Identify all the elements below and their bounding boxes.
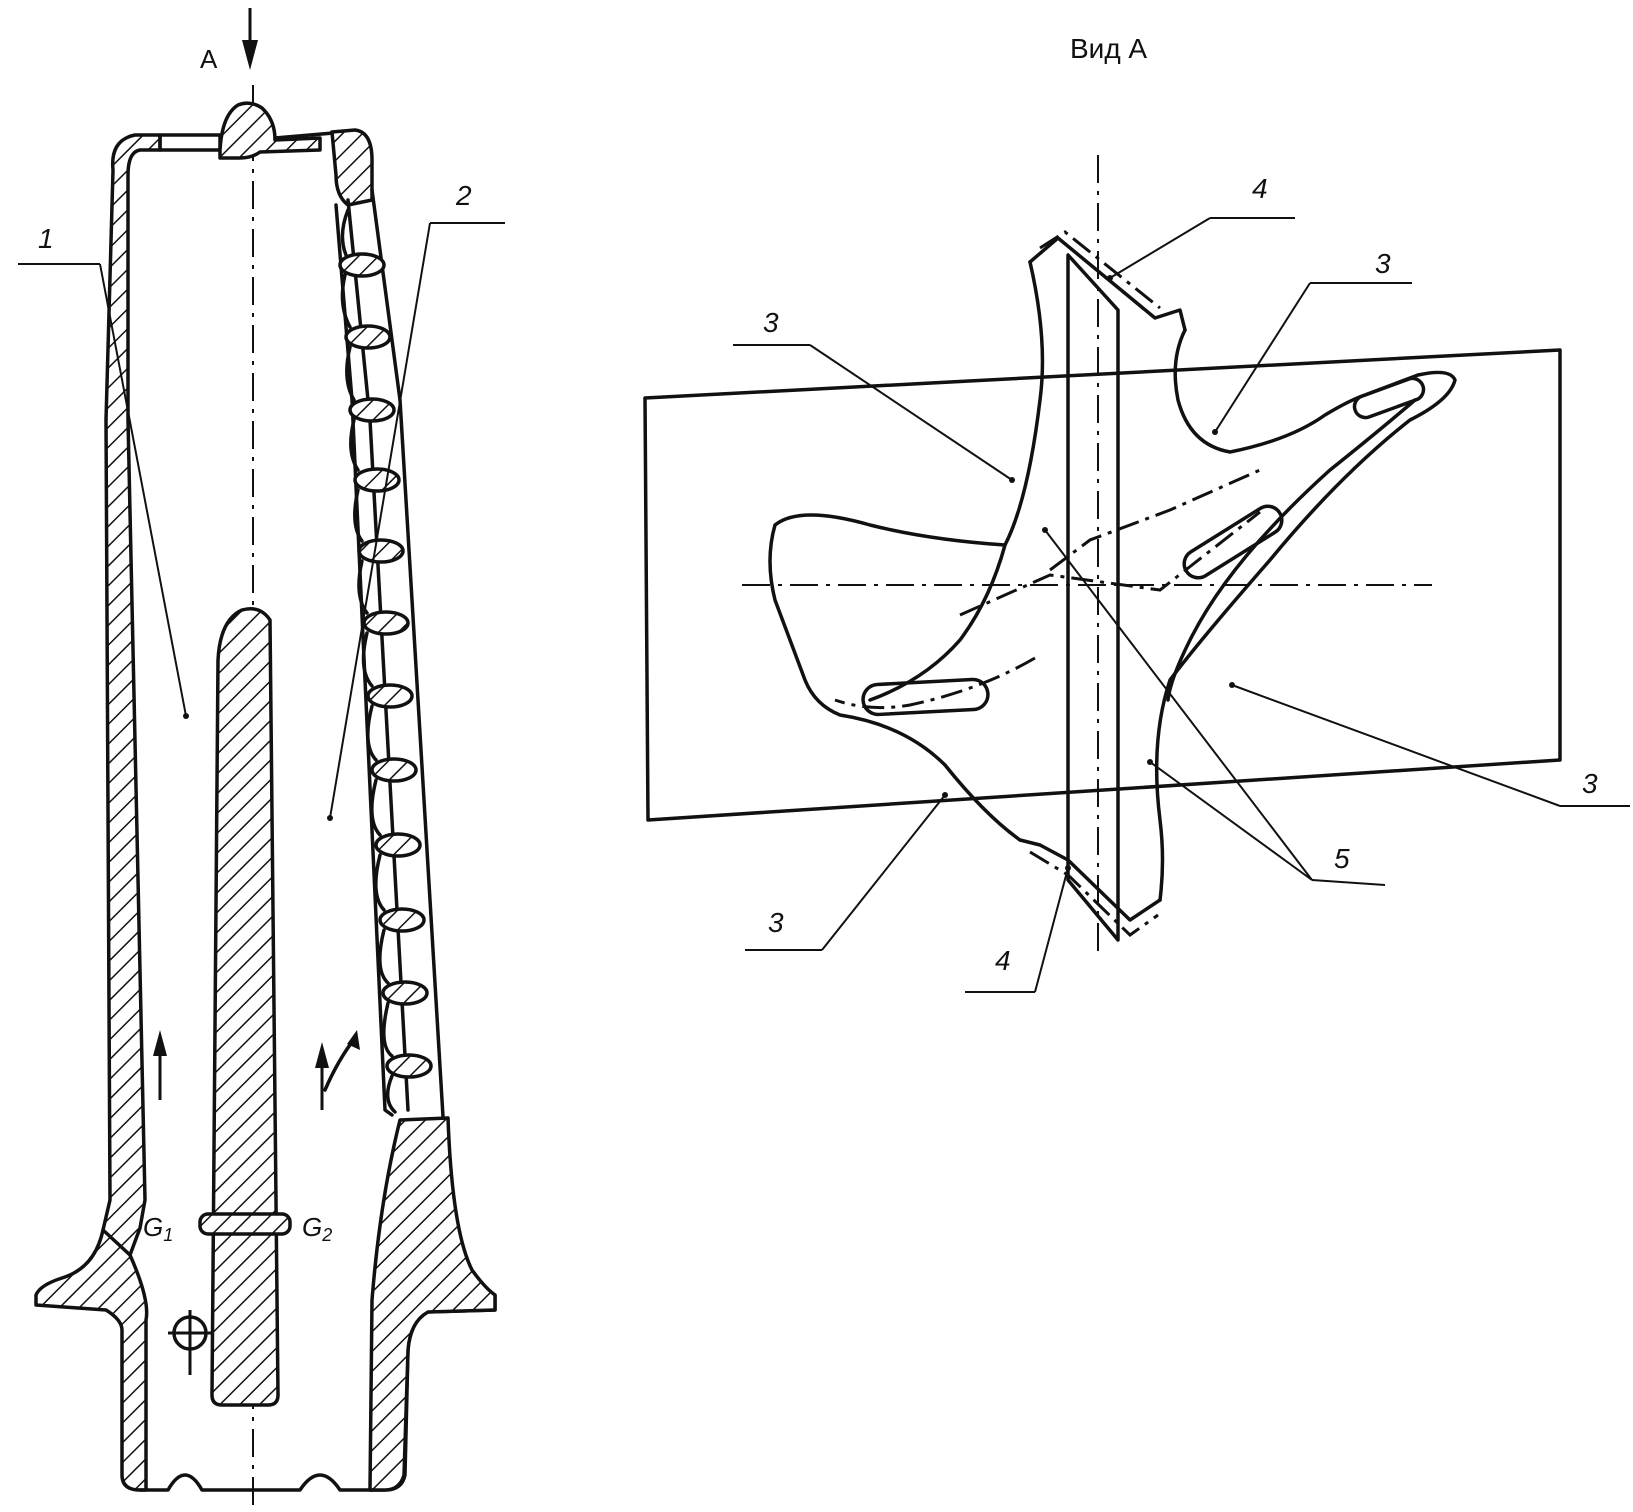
pos-1-label: 1 <box>38 223 54 254</box>
section-arrow-a <box>242 8 258 70</box>
tip-boss <box>218 101 322 160</box>
top-lock-edge <box>1028 236 1187 332</box>
leader-2 <box>329 222 431 819</box>
leader-2-dot <box>327 815 333 821</box>
g2-label: G2 <box>302 1212 332 1245</box>
channel-dashed-mid <box>959 510 1261 617</box>
shank-band <box>1066 253 1120 942</box>
blade-section-view: A <box>18 8 505 1508</box>
rib <box>344 324 392 350</box>
pos-4-bottom-label: 4 <box>995 945 1011 976</box>
g1-label: G1 <box>143 1212 173 1245</box>
right-root-mass <box>368 1116 497 1492</box>
left-wall <box>101 133 162 1257</box>
section-a-label: A <box>200 44 218 74</box>
left-platform <box>34 1228 149 1492</box>
pos-3-bottom-left-label: 3 <box>768 907 784 938</box>
right-tip-corner <box>330 128 374 207</box>
flow-arrow-left <box>153 1030 167 1100</box>
flow-arrow-right <box>315 1030 360 1110</box>
rib <box>374 832 422 858</box>
blade-lower-inner <box>868 543 1007 702</box>
pos-3-upper-left-label: 3 <box>763 307 779 338</box>
channel-dashed-lower <box>834 656 1036 710</box>
view-title: Вид А <box>1070 33 1147 64</box>
datum-symbol <box>168 1310 212 1375</box>
flow-restrictor <box>198 1212 292 1236</box>
pos-3-right-label: 3 <box>1582 768 1598 799</box>
pos-2-label: 2 <box>455 180 472 211</box>
slot-tip <box>1352 376 1426 420</box>
rib <box>370 757 418 783</box>
bottom-lock-dashed <box>1029 850 1159 937</box>
platform-rectangle <box>643 348 1562 822</box>
rib <box>362 610 410 636</box>
slot-lower-left <box>861 677 990 717</box>
cooling-ribs <box>338 252 433 1079</box>
central-partition <box>210 607 280 1407</box>
rib <box>338 252 386 278</box>
top-lock-dashed <box>1039 230 1161 310</box>
pos-3-top-right-label: 3 <box>1375 248 1391 279</box>
rib <box>353 467 401 493</box>
view-a: Вид А <box>643 33 1630 993</box>
rib <box>385 1053 433 1079</box>
restrictor-bar <box>198 1212 292 1236</box>
channel-dashed-upper <box>1049 468 1261 572</box>
rib <box>366 683 414 709</box>
rib <box>348 397 396 423</box>
pos-5-label: 5 <box>1334 843 1350 874</box>
rib <box>357 538 405 564</box>
rib <box>381 980 429 1006</box>
leader-1-dot <box>183 713 189 719</box>
bottom-lock-edge <box>1018 838 1162 922</box>
pos-4-top-label: 4 <box>1252 173 1268 204</box>
rib <box>378 907 426 933</box>
rib-wavy-line <box>340 208 397 1114</box>
root-bottom <box>138 1473 374 1492</box>
slot-center-right <box>1182 504 1284 580</box>
view-a-leaders <box>733 217 1630 993</box>
leader-1 <box>99 263 187 717</box>
blade-star-outline <box>768 260 1457 902</box>
tip-cap-outline <box>158 133 222 152</box>
